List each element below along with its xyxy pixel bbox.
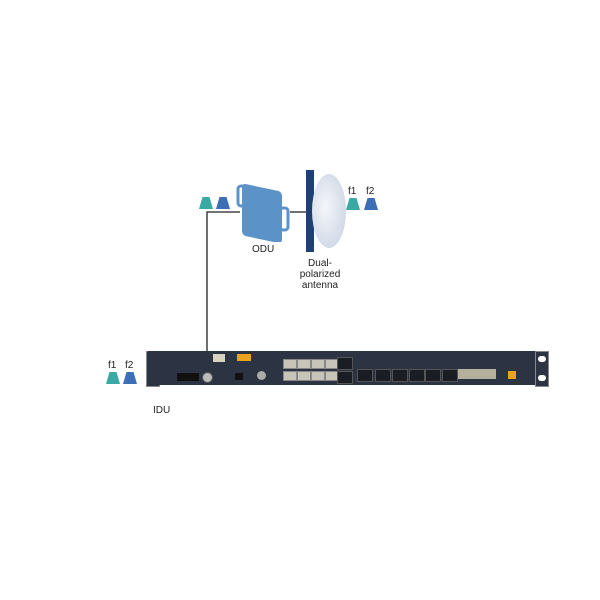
f2-signal-icon	[364, 198, 378, 210]
f2-signal-icon	[123, 372, 137, 384]
odu-device	[236, 184, 290, 242]
idu-rack-ear-right	[535, 351, 549, 387]
f1-label-right: f1	[348, 186, 357, 197]
f2-label-left: f2	[125, 360, 134, 371]
idu-label: IDU	[153, 405, 171, 416]
odu-label: ODU	[252, 244, 275, 255]
f2-label-right: f2	[366, 186, 375, 197]
idu-if-port	[202, 372, 213, 383]
antenna-label: Dual-polarized antenna	[299, 258, 341, 291]
f1-signal-icon	[346, 198, 360, 210]
f1-label-left: f1	[108, 360, 117, 371]
idu-device	[147, 351, 537, 385]
f1-signal-icon	[106, 372, 120, 384]
f2-signal-icon	[216, 197, 230, 209]
f1-signal-icon	[199, 197, 213, 209]
antenna-dish	[312, 174, 346, 248]
antenna-pole	[306, 170, 314, 252]
